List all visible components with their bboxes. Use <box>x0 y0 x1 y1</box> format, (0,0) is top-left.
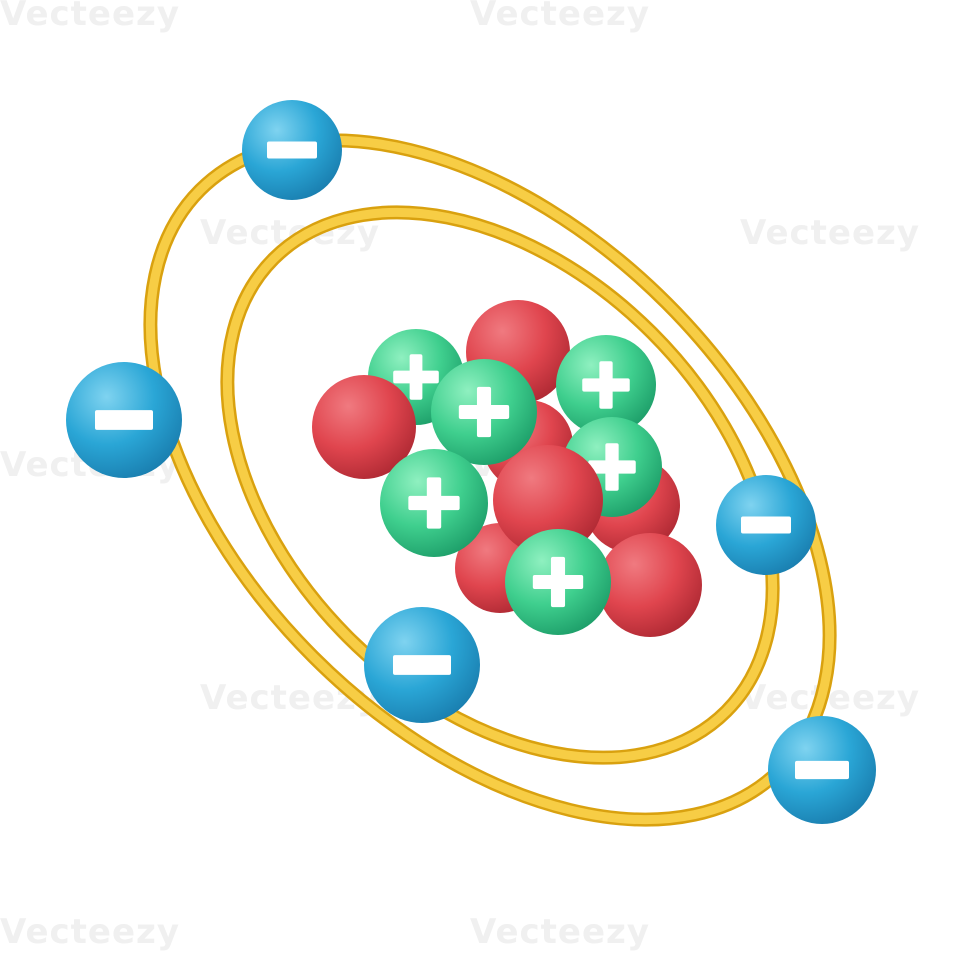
inner-orbit-highlight <box>222 207 778 763</box>
watermark: Vecteezy <box>740 213 920 253</box>
proton <box>505 529 611 635</box>
plus-sign-icon <box>458 386 510 438</box>
electron <box>716 475 816 575</box>
plus-sign-icon <box>588 443 636 491</box>
neutron <box>312 375 416 479</box>
watermark: Vecteezy <box>0 912 180 952</box>
electron <box>768 716 876 824</box>
plus-sign-icon <box>582 361 630 409</box>
proton <box>380 449 488 557</box>
plus-sign-icon <box>532 556 584 608</box>
minus-sign-icon <box>741 516 791 534</box>
proton <box>431 359 537 465</box>
minus-sign-icon <box>393 655 451 675</box>
plus-sign-icon <box>393 354 439 400</box>
minus-sign-icon <box>267 141 317 159</box>
nucleus <box>312 300 702 637</box>
plus-sign-icon <box>408 477 460 529</box>
electron <box>242 100 342 200</box>
neutron <box>493 445 603 555</box>
minus-sign-icon <box>795 760 849 780</box>
electron <box>364 607 480 723</box>
watermark: Vecteezy <box>0 0 180 34</box>
minus-sign-icon <box>95 410 153 430</box>
watermark: Vecteezy <box>470 0 650 34</box>
electrons <box>66 100 876 824</box>
proton <box>556 335 656 435</box>
watermark: Vecteezy <box>470 912 650 952</box>
neutron <box>598 533 702 637</box>
electron <box>66 362 182 478</box>
